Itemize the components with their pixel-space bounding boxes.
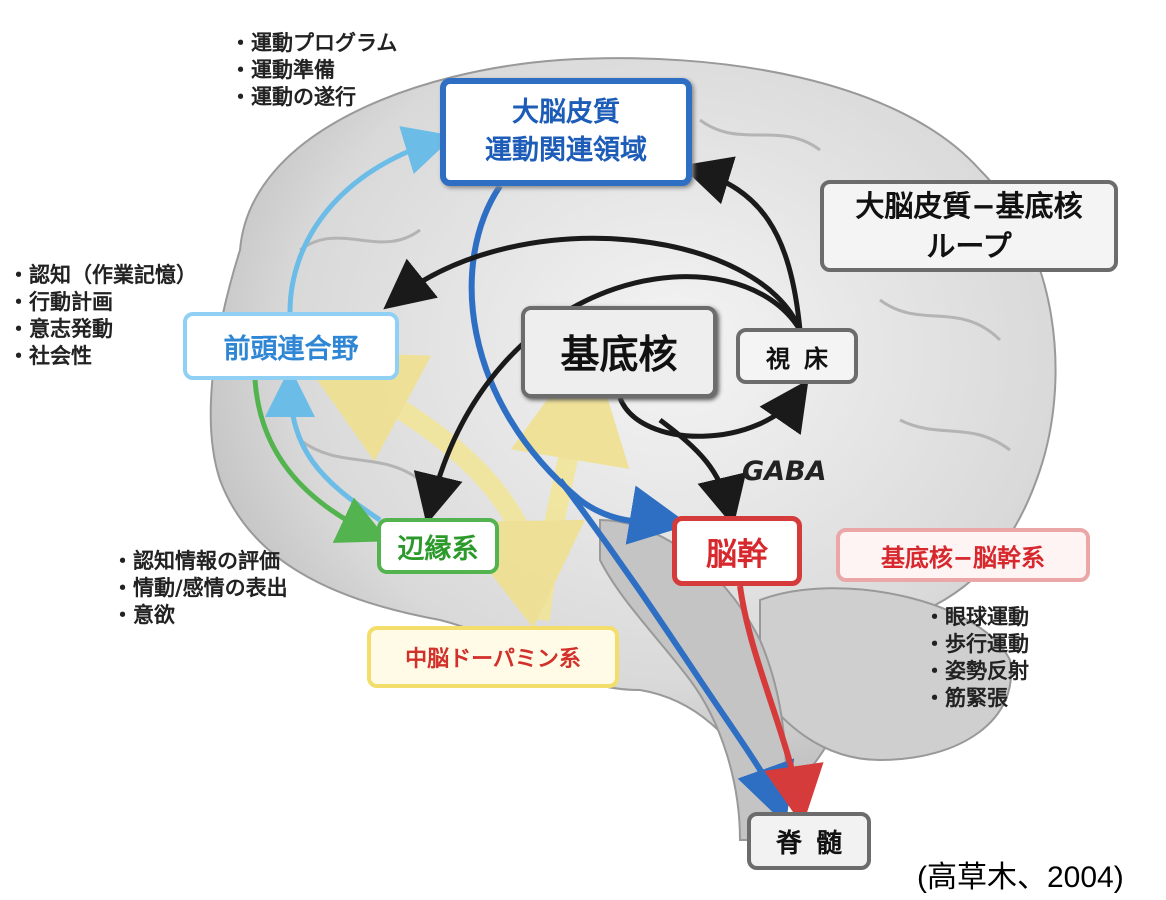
bg-brainstem-system-box: 基底核−脳幹系 — [836, 528, 1090, 582]
cortex-label-line1: 大脳皮質 — [512, 97, 620, 128]
list-item: 意欲 — [112, 602, 288, 629]
cortex-to-spinal-blue — [557, 478, 795, 825]
list-item: 姿勢反射 — [924, 658, 1029, 685]
list-item: 眼球運動 — [924, 604, 1029, 631]
frontal-to-cortex-arrow — [287, 126, 455, 313]
list-item: 運動プログラム — [230, 30, 397, 57]
spinal-cord-label: 脊髄 — [775, 828, 856, 859]
brainstem-label: 脳幹 — [706, 536, 768, 573]
limbic-box: 辺縁系 — [377, 518, 499, 574]
spinal-cord-box: 脊髄 — [747, 812, 871, 870]
list-item: 運動の遂行 — [230, 84, 397, 111]
frontal-functions-list: 認知（作業記憶） 行動計画 意志発動 社会性 — [8, 262, 197, 370]
brainstem-box: 脳幹 — [672, 516, 802, 586]
thalamus-box: 視床 — [736, 328, 858, 384]
bg-brainstem-label: 基底核−脳幹系 — [880, 543, 1046, 572]
citation: (高草木、2004) — [917, 861, 1124, 894]
limbic-functions-list: 認知情報の評価 情動/感情の表出 意欲 — [112, 548, 288, 629]
list-item: 社会性 — [8, 343, 197, 370]
bg-loop-arrows — [383, 156, 809, 527]
basal-ganglia-box: 基底核 — [521, 306, 717, 398]
prefrontal-label: 前頭連合野 — [223, 333, 359, 365]
list-item: 意志発動 — [8, 316, 197, 343]
cortex-motor-area-box: 大脳皮質 運動関連領域 — [440, 78, 692, 186]
dopamine-pathways — [297, 340, 630, 629]
cortex-functions-list: 運動プログラム 運動準備 運動の遂行 — [230, 30, 397, 111]
limbic-label: 辺縁系 — [397, 533, 479, 565]
dopamine-label: 中脳ドーパミン系 — [405, 647, 581, 672]
cortex-descending-blue — [468, 184, 690, 545]
thalamus-label: 視床 — [766, 344, 842, 373]
list-item: 歩行運動 — [924, 631, 1029, 658]
basal-ganglia-label: 基底核 — [560, 333, 678, 378]
cortex-bg-loop-box: 大脳皮質−基底核 ループ — [820, 180, 1118, 272]
list-item: 認知（作業記憶） — [8, 262, 197, 289]
list-item: 情動/感情の表出 — [112, 575, 288, 602]
dopamine-box: 中脳ドーパミン系 — [367, 626, 619, 688]
prefrontal-box: 前頭連合野 — [183, 312, 399, 380]
gaba-label: GABA — [742, 456, 827, 487]
list-item: 筋緊張 — [924, 685, 1029, 712]
brainstem-to-spinal-red — [737, 585, 824, 826]
frontal-to-limbic-arrow — [252, 379, 389, 543]
cortex-label-line2: 運動関連領域 — [485, 135, 647, 166]
loop-label-line1: 大脳皮質−基底核 — [855, 189, 1083, 223]
list-item: 認知情報の評価 — [112, 548, 288, 575]
brainstem-functions-list: 眼球運動 歩行運動 姿勢反射 筋緊張 — [924, 604, 1029, 712]
loop-label-line2: ループ — [926, 229, 1012, 263]
list-item: 運動準備 — [230, 57, 397, 84]
list-item: 行動計画 — [8, 289, 197, 316]
